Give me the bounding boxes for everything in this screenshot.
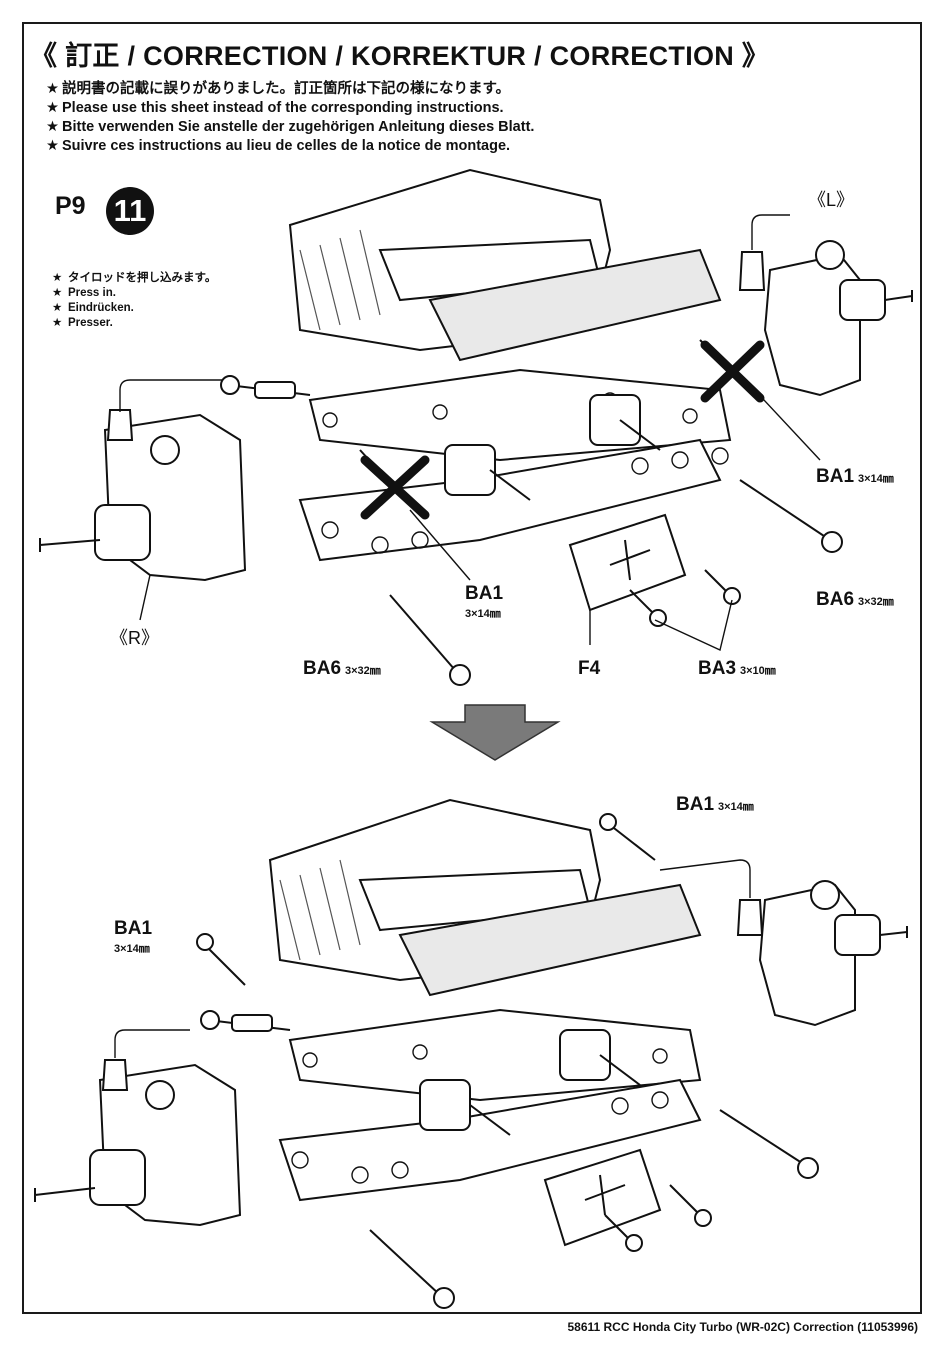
- top-leader-lines: [139, 384, 821, 651]
- note-de: ★Bitte verwenden Sie anstelle der zugehö…: [46, 119, 535, 135]
- page-frame: [22, 22, 922, 1314]
- bottom-left-knuckle: [659, 859, 908, 1027]
- label-f4: F4: [578, 658, 601, 679]
- note-ja: ★説明書の記載に誤りがありました。訂正箇所は下記の様になります。: [46, 81, 511, 97]
- top-bracket-f4: [568, 513, 687, 612]
- bottom-drive-cups: [419, 1029, 641, 1136]
- screw-icon: [196, 813, 819, 1309]
- star-icon: ★: [46, 81, 59, 97]
- top-left-knuckle: [738, 214, 913, 397]
- top-drive-cups: [444, 394, 661, 501]
- bottom-tie-rod: [200, 1010, 291, 1032]
- footer-caption: 58611 RCC Honda City Turbo (WR-02C) Corr…: [567, 1320, 918, 1334]
- cross-out-mark: [360, 340, 765, 520]
- top-gearbox: [288, 168, 722, 362]
- side-label-right: 《R》: [110, 628, 159, 648]
- bottom-bracket: [543, 1148, 662, 1247]
- down-arrow: [429, 704, 561, 761]
- star-icon: ★: [46, 119, 59, 135]
- star-icon: ★: [52, 317, 63, 329]
- press-in-notes: ★タイロッドを押し込みます。 ★Press in. ★Eindrücken. ★…: [52, 272, 217, 329]
- step-number-badge: 11: [106, 187, 154, 235]
- star-icon: ★: [52, 287, 63, 299]
- star-icon: ★: [46, 138, 59, 154]
- top-right-knuckle: [39, 409, 247, 582]
- bottom-gearbox: [268, 798, 702, 997]
- top-tie-rod: [119, 375, 311, 412]
- side-label-left: 《L》: [808, 190, 855, 210]
- star-icon: ★: [52, 302, 63, 314]
- bottom-right-knuckle: [34, 1029, 242, 1227]
- star-icon: ★: [46, 100, 59, 116]
- instruction-notes: ★説明書の記載に誤りがありました。訂正箇所は下記の様になります。 ★Please…: [46, 80, 534, 156]
- star-icon: ★: [52, 272, 63, 284]
- note-en: ★Please use this sheet instead of the co…: [46, 100, 504, 116]
- page-title: 《 訂正 / CORRECTION / KORREKTUR / CORRECTI…: [30, 41, 770, 71]
- note-fr: ★Suivre ces instructions au lieu de cell…: [46, 138, 511, 154]
- page-reference: P9: [55, 192, 86, 220]
